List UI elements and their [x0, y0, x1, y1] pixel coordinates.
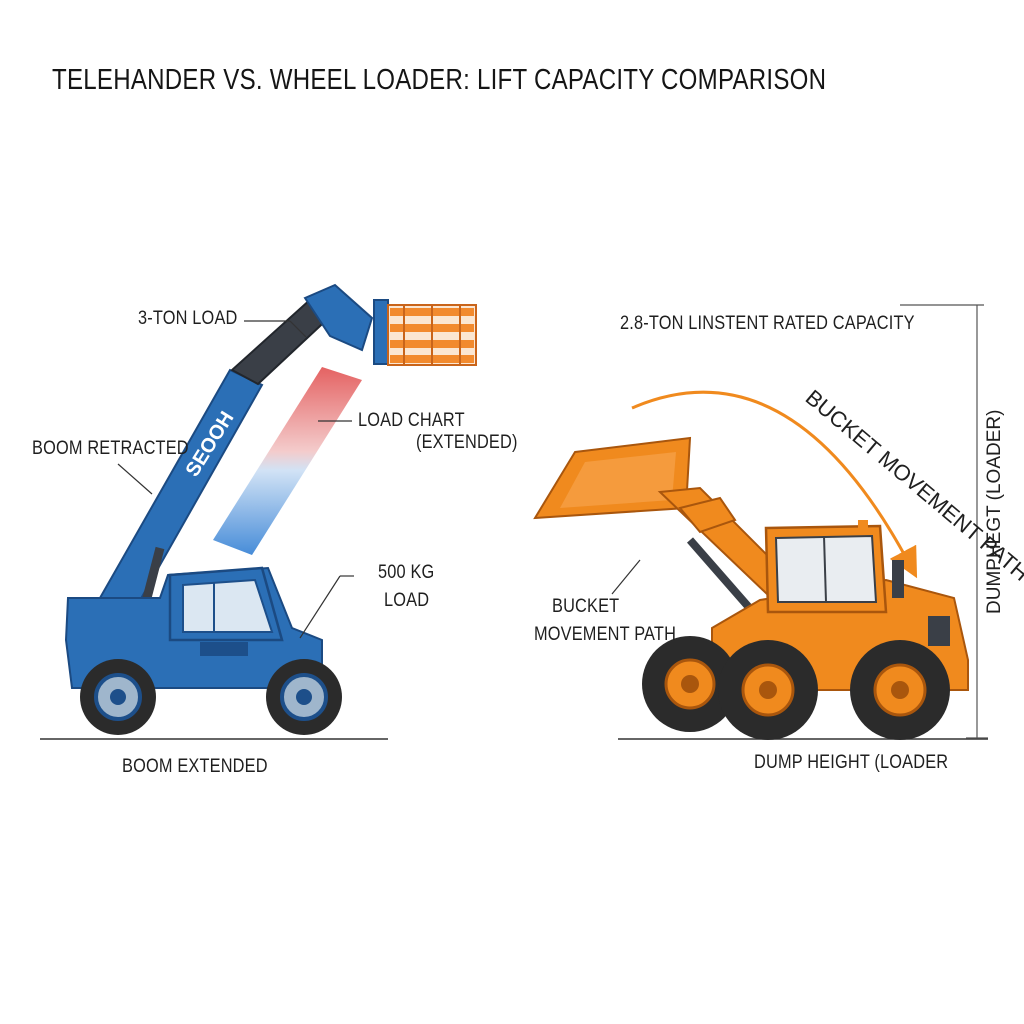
loader-wheel-rear — [850, 640, 950, 740]
telehandler-wheel-front — [266, 659, 342, 735]
pallet-load — [387, 304, 477, 366]
label-load-chart: LOAD CHART — [358, 410, 465, 431]
label-bucket: BUCKET — [552, 596, 620, 617]
loader-wheel-mid — [718, 640, 818, 740]
leader-boom-retracted — [117, 463, 153, 495]
bucket-path-arc — [631, 390, 918, 579]
fork-carriage — [373, 299, 389, 365]
label-movement-path: MOVEMENT PATH — [534, 624, 677, 645]
wheel-loader — [533, 304, 988, 740]
label-500kg-load: LOAD — [384, 590, 430, 611]
telehandler-wheel-rear — [80, 659, 156, 735]
label-boom-extended: BOOM EXTENDED — [122, 756, 268, 777]
leader-bucket-path — [611, 559, 641, 595]
telehandler-cab-window — [182, 578, 274, 633]
label-rated-capacity: 2.8-TON LINSTENT RATED CAPACITY — [620, 313, 915, 334]
loader-wheel-front — [642, 636, 738, 732]
label-boom-retracted: BOOM RETRACTED — [32, 438, 189, 459]
load-chart-bar — [213, 367, 362, 555]
label-3-ton-load: 3-TON LOAD — [138, 308, 238, 329]
dump-height-vertical-label: DUMPHEGT (LOADER) — [984, 410, 1005, 614]
boom-head — [303, 283, 374, 352]
page-title: TELEHANDER VS. WHEEL LOADER: LIFT CAPACI… — [52, 64, 827, 96]
label-500kg: 500 KG — [378, 562, 435, 583]
label-dump-height: DUMP HEIGHT (LOADER — [754, 752, 949, 773]
telehandler — [64, 283, 477, 735]
label-load-chart-extended: (EXTENDED) — [416, 432, 518, 453]
